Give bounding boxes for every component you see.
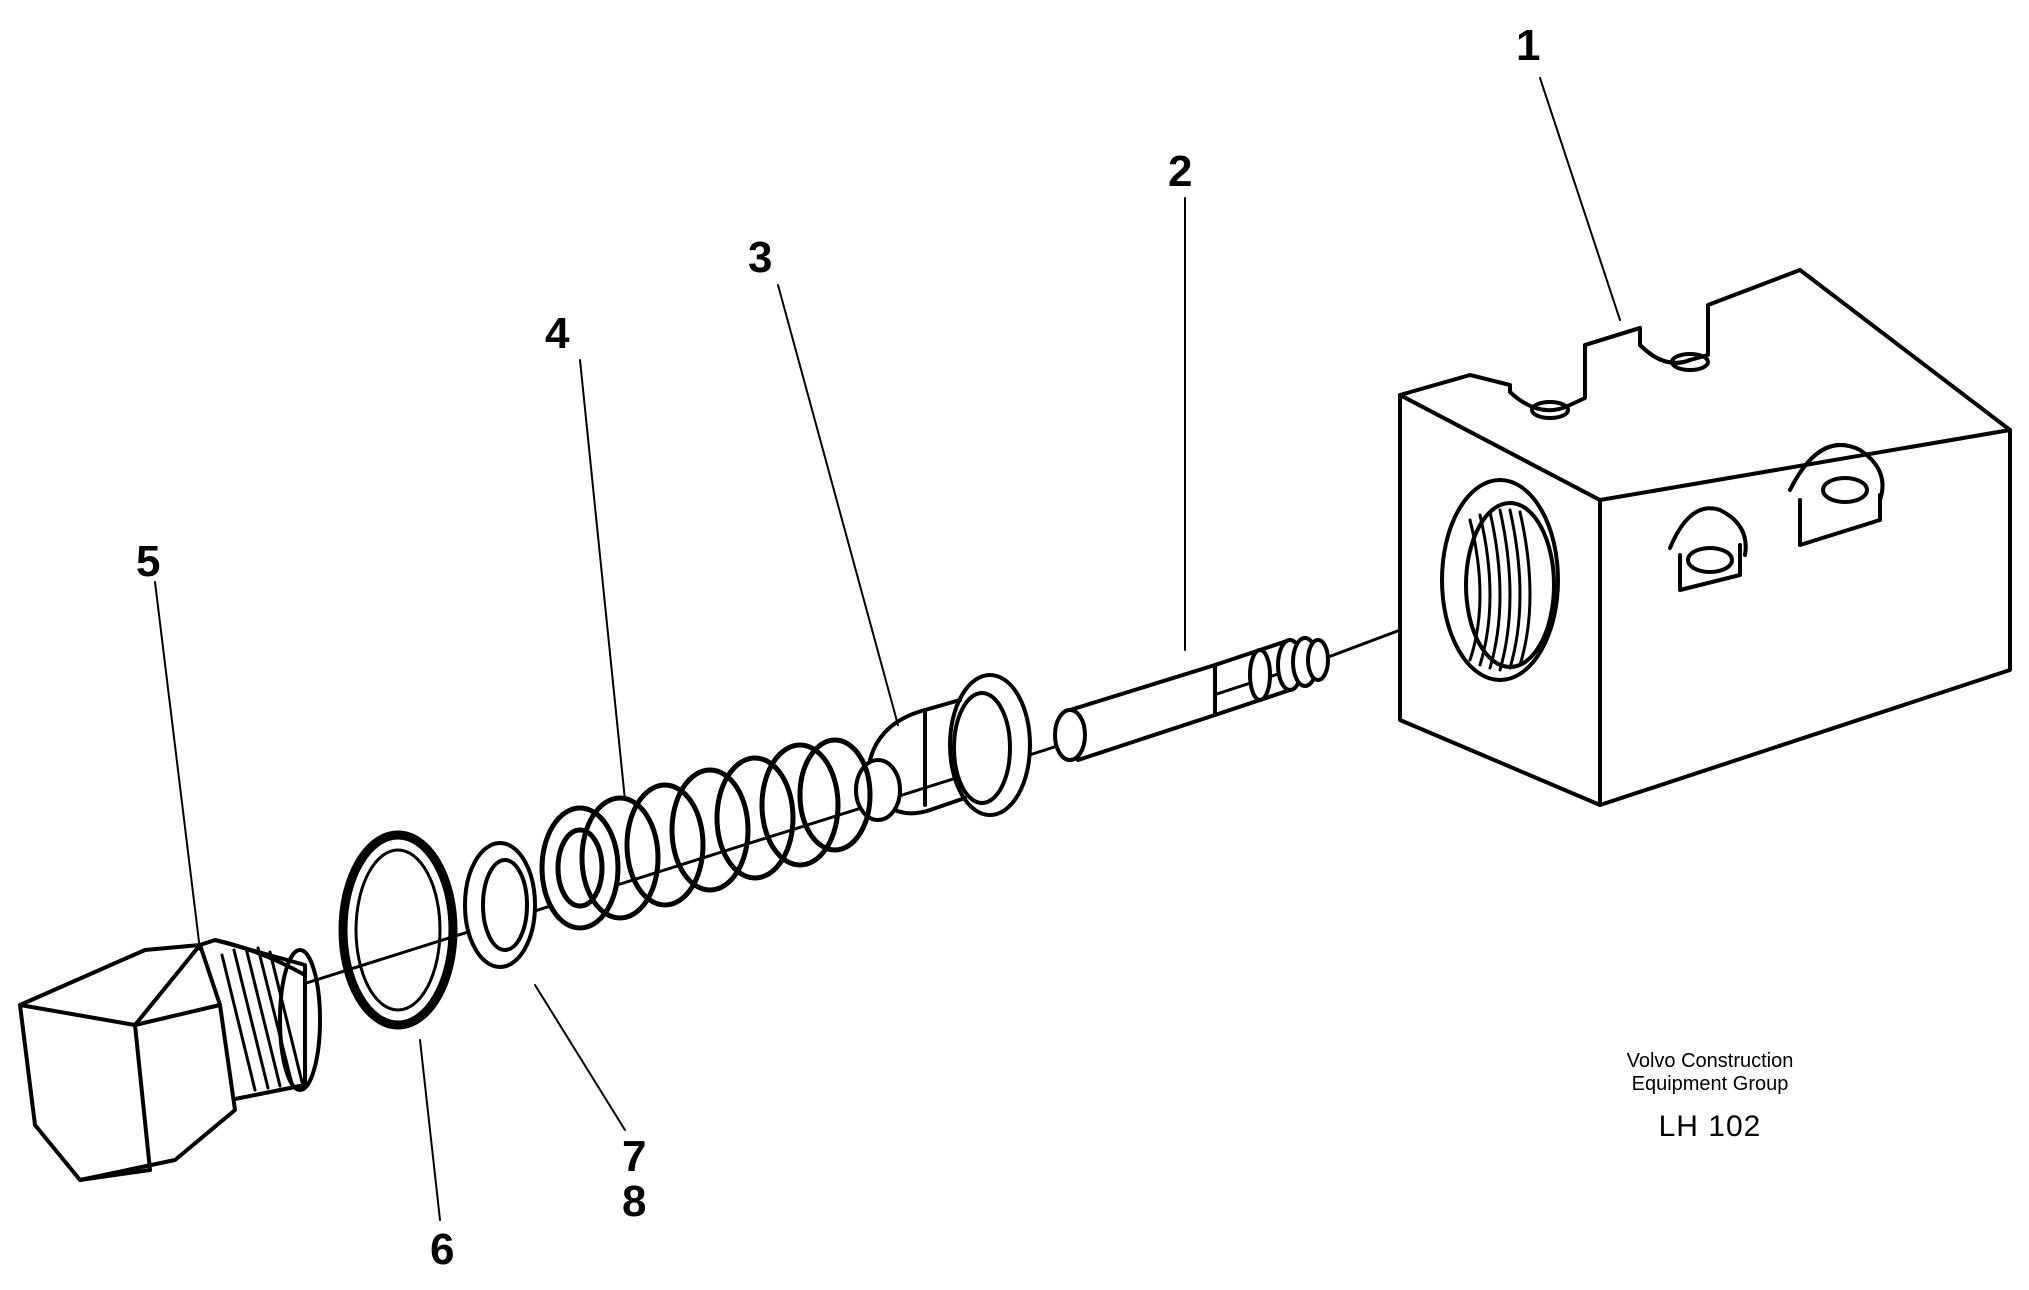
callout-5: 5 [136,537,161,586]
washer-part-7-8 [463,841,537,969]
company-name-line-2: Equipment Group [1631,1073,1789,1095]
valve-block-part-1 [1398,268,2012,807]
callout-4: 4 [545,309,570,358]
company-name-line-1: Volvo Construction [1626,1050,1794,1072]
callout-2: 2 [1168,147,1193,196]
hex-plug-part-5 [18,938,322,1182]
callout-leaders [154,77,1621,1221]
spring-part-4 [539,737,873,931]
callout-7: 7 [622,1132,647,1181]
callout-8: 8 [622,1177,647,1226]
company-caption: Volvo Construction Equipment Group LH 10… [1580,1050,1840,1144]
callout-3: 3 [748,233,773,282]
poppet-cone-part-3 [854,673,1032,822]
plunger-pin-part-2 [1053,636,1330,762]
sealing-ring-part-6 [338,830,458,1030]
drawing-code: LH 102 [1658,1110,1762,1143]
callout-1: 1 [1516,21,1541,70]
callout-6: 6 [430,1225,455,1274]
